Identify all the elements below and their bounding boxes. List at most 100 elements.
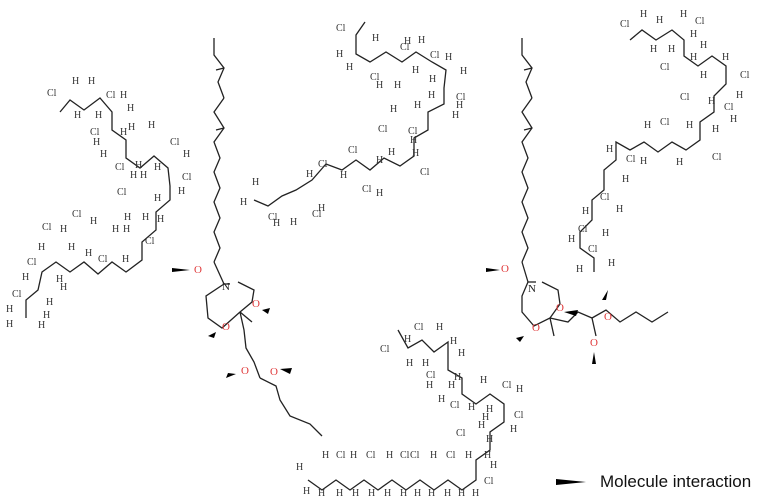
svg-text:H: H <box>404 334 411 345</box>
svg-text:H: H <box>616 204 623 215</box>
svg-text:H: H <box>490 460 497 471</box>
svg-text:Cl: Cl <box>170 137 180 148</box>
svg-text:H: H <box>722 52 729 63</box>
svg-text:H: H <box>273 218 280 229</box>
svg-text:H: H <box>412 148 419 159</box>
svg-text:H: H <box>56 274 63 285</box>
svg-text:H: H <box>400 488 407 499</box>
svg-text:H: H <box>448 380 455 391</box>
svg-text:H: H <box>376 155 383 166</box>
svg-text:H: H <box>68 242 75 253</box>
svg-text:H: H <box>640 9 647 20</box>
svg-text:Cl: Cl <box>380 344 390 355</box>
svg-text:H: H <box>668 44 675 55</box>
svg-text:H: H <box>120 127 127 138</box>
svg-text:Cl: Cl <box>98 254 108 265</box>
svg-text:H: H <box>640 156 647 167</box>
svg-text:Cl: Cl <box>446 450 456 461</box>
svg-text:H: H <box>368 488 375 499</box>
svg-text:O: O <box>270 366 278 378</box>
svg-text:Cl: Cl <box>430 50 440 61</box>
svg-text:H: H <box>128 122 135 133</box>
svg-text:Cl: Cl <box>27 257 37 268</box>
svg-text:Cl: Cl <box>712 152 722 163</box>
svg-text:H: H <box>120 90 127 101</box>
svg-text:Cl: Cl <box>514 410 524 421</box>
svg-text:H: H <box>406 358 413 369</box>
svg-text:H: H <box>436 322 443 333</box>
svg-text:Cl: Cl <box>182 172 192 183</box>
svg-text:H: H <box>318 488 325 499</box>
svg-text:Cl: Cl <box>456 428 466 439</box>
svg-text:H: H <box>708 96 715 107</box>
svg-text:H: H <box>480 375 487 386</box>
svg-text:Cl: Cl <box>724 102 734 113</box>
svg-text:H: H <box>608 258 615 269</box>
chloroparaffin-molecule-4 <box>307 329 505 491</box>
svg-text:H: H <box>148 120 155 131</box>
svg-text:H: H <box>72 76 79 87</box>
svg-text:H: H <box>602 228 609 239</box>
svg-text:H: H <box>296 462 303 473</box>
svg-text:H: H <box>322 450 329 461</box>
svg-text:H: H <box>510 424 517 435</box>
svg-text:O: O <box>604 311 612 323</box>
svg-text:Cl: Cl <box>426 370 436 381</box>
svg-text:H: H <box>336 488 343 499</box>
svg-text:H: H <box>680 9 687 20</box>
svg-text:H: H <box>394 80 401 91</box>
svg-text:H: H <box>712 124 719 135</box>
svg-text:H: H <box>414 100 421 111</box>
svg-text:H: H <box>736 90 743 101</box>
svg-text:H: H <box>127 103 134 114</box>
svg-text:O: O <box>241 365 249 377</box>
legend-label: Molecule interaction <box>600 472 752 491</box>
svg-text:Cl: Cl <box>680 92 690 103</box>
svg-text:H: H <box>183 149 190 160</box>
svg-text:Cl: Cl <box>502 380 512 391</box>
svg-text:H: H <box>340 170 347 181</box>
svg-text:H: H <box>142 212 149 223</box>
ester-complex-2-heteroatoms: O N O O O O <box>501 263 612 349</box>
svg-text:Cl: Cl <box>660 117 670 128</box>
svg-text:Cl: Cl <box>362 184 372 195</box>
svg-text:H: H <box>38 242 45 253</box>
svg-text:H: H <box>454 372 461 383</box>
svg-text:H: H <box>656 15 663 26</box>
svg-text:H: H <box>478 420 485 431</box>
svg-text:O: O <box>222 321 230 333</box>
svg-text:H: H <box>178 186 185 197</box>
interaction-wedge-icon <box>556 479 586 485</box>
ester-complex-1-heteroatoms: O N O O O O <box>194 264 278 378</box>
svg-text:Cl: Cl <box>336 23 346 34</box>
svg-text:H: H <box>622 174 629 185</box>
svg-text:H: H <box>445 52 452 63</box>
svg-text:H: H <box>730 114 737 125</box>
svg-text:H: H <box>350 450 357 461</box>
svg-text:H: H <box>428 488 435 499</box>
svg-text:H: H <box>429 74 436 85</box>
svg-text:H: H <box>100 149 107 160</box>
interaction-markers-1 <box>172 268 292 378</box>
svg-text:H: H <box>290 217 297 228</box>
svg-text:H: H <box>240 197 247 208</box>
svg-text:H: H <box>516 384 523 395</box>
ester-complex-molecule-2 <box>521 38 669 337</box>
svg-text:H: H <box>318 203 325 214</box>
svg-text:Cl: Cl <box>578 224 588 235</box>
ester-complex-molecule-1 <box>205 38 323 437</box>
svg-text:H: H <box>135 160 142 171</box>
chloroparaffin-molecule-3 <box>579 29 727 272</box>
svg-text:Cl: Cl <box>484 476 494 487</box>
svg-text:O: O <box>556 302 564 314</box>
svg-text:H: H <box>60 224 67 235</box>
svg-text:Cl: Cl <box>312 209 322 220</box>
svg-text:Cl: Cl <box>414 322 424 333</box>
svg-text:H: H <box>140 170 147 181</box>
svg-text:H: H <box>384 488 391 499</box>
svg-text:O: O <box>194 264 202 276</box>
svg-text:H: H <box>582 206 589 217</box>
svg-text:H: H <box>468 402 475 413</box>
